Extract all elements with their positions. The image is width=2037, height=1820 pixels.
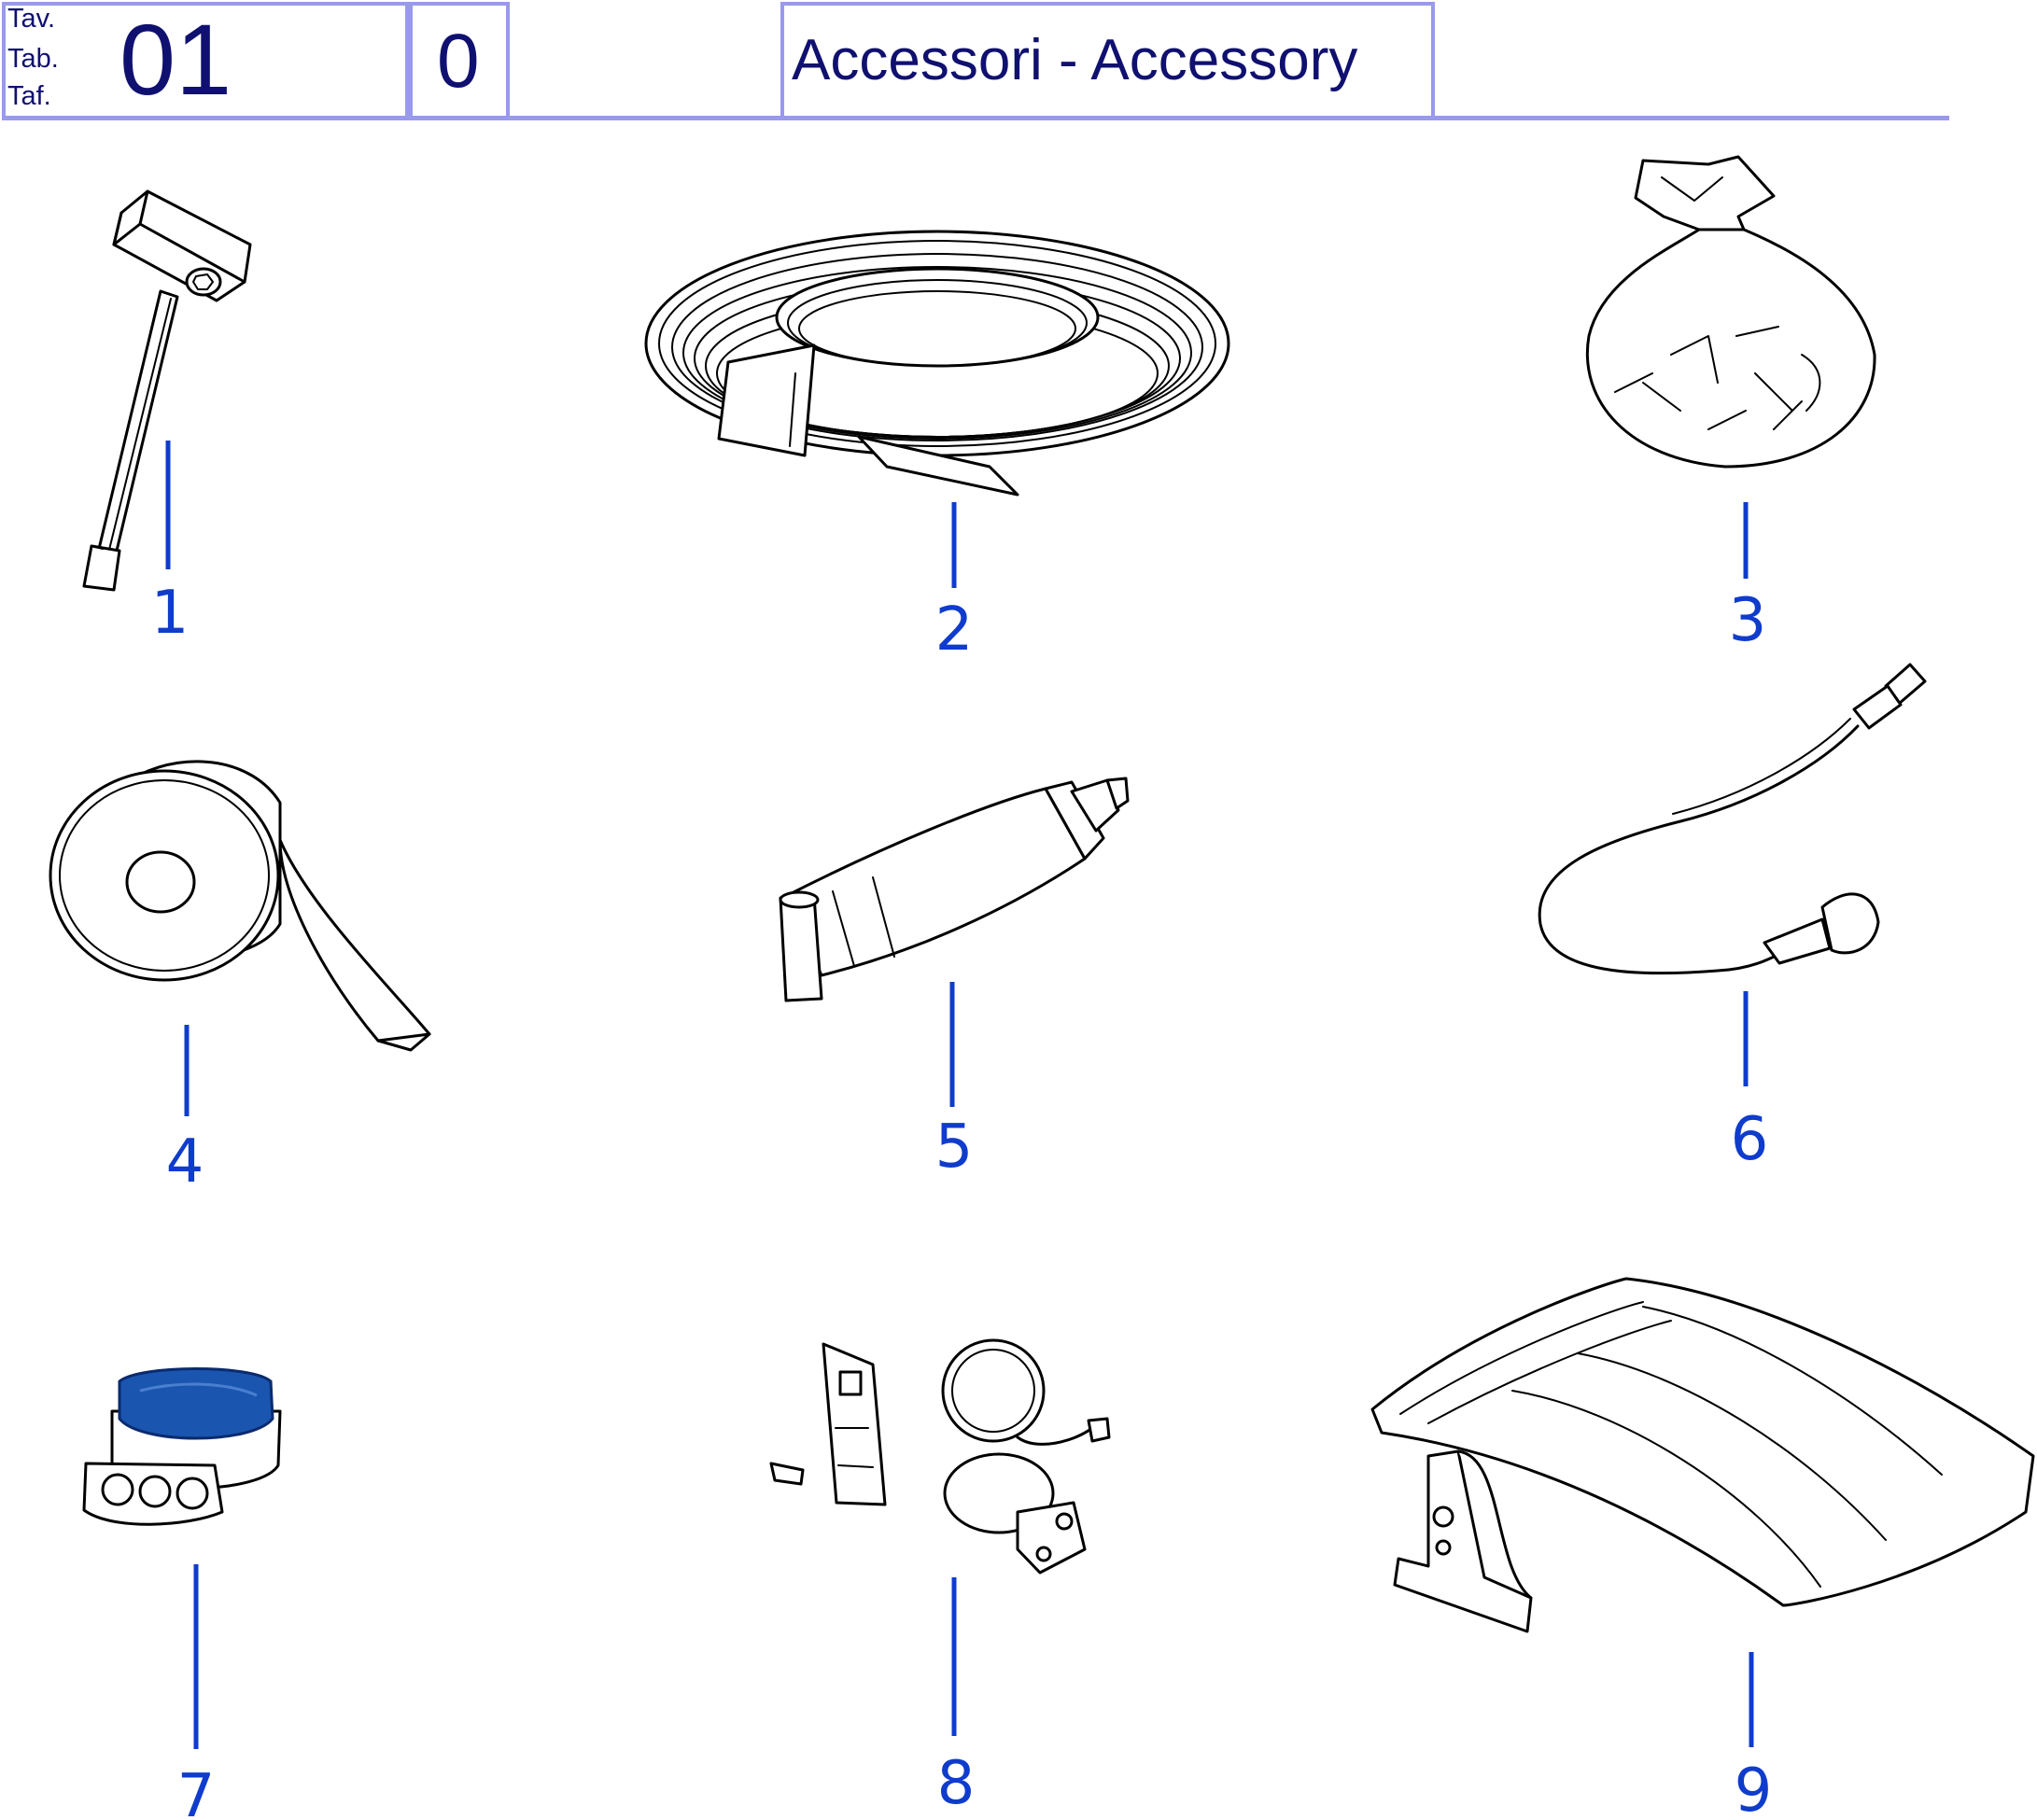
bag-of-pegs-illustration — [1586, 155, 1876, 469]
wire-connector-illustration — [82, 1367, 282, 1526]
tape-roll-illustration — [49, 760, 431, 1052]
callout-number-3: 3 — [1729, 586, 1767, 655]
grease-tube-illustration — [779, 777, 1130, 1002]
wire-coil-illustration — [644, 230, 1230, 497]
callout-number-8: 8 — [937, 1749, 976, 1818]
callout-number-2: 2 — [935, 595, 974, 665]
header-title-block: Tav. Tab. Taf. 01 0 Accessori - Accessor… — [0, 0, 2037, 126]
garage-roof-illustration — [1370, 1277, 2035, 1633]
header-underline — [2, 116, 1949, 120]
electronics-kit-illustration — [769, 1338, 1111, 1575]
table-key-german: Taf. — [7, 81, 51, 111]
t-handle-key-illustration — [82, 189, 252, 592]
revision-box — [409, 2, 510, 118]
callout-number-1: 1 — [151, 579, 190, 648]
callout-number-9: 9 — [1735, 1757, 1773, 1820]
callout-numbers: 1 2 3 4 5 6 7 8 9 — [151, 579, 1773, 1820]
callout-number-5: 5 — [935, 1113, 974, 1182]
title-box — [780, 2, 1435, 118]
callout-leaders — [165, 441, 1754, 1749]
sensor-cable-illustration — [1538, 663, 1927, 975]
table-key-italian: Tav. — [7, 4, 56, 34]
table-number-box — [2, 2, 409, 118]
page-title: Accessori - Accessory — [792, 28, 1358, 92]
callout-number-6: 6 — [1731, 1105, 1769, 1174]
revision-number: 0 — [437, 19, 480, 104]
table-number: 01 — [119, 3, 232, 116]
table-key-spanish: Tab. — [7, 44, 59, 74]
callout-number-4: 4 — [166, 1127, 204, 1197]
callout-number-7: 7 — [177, 1762, 216, 1820]
